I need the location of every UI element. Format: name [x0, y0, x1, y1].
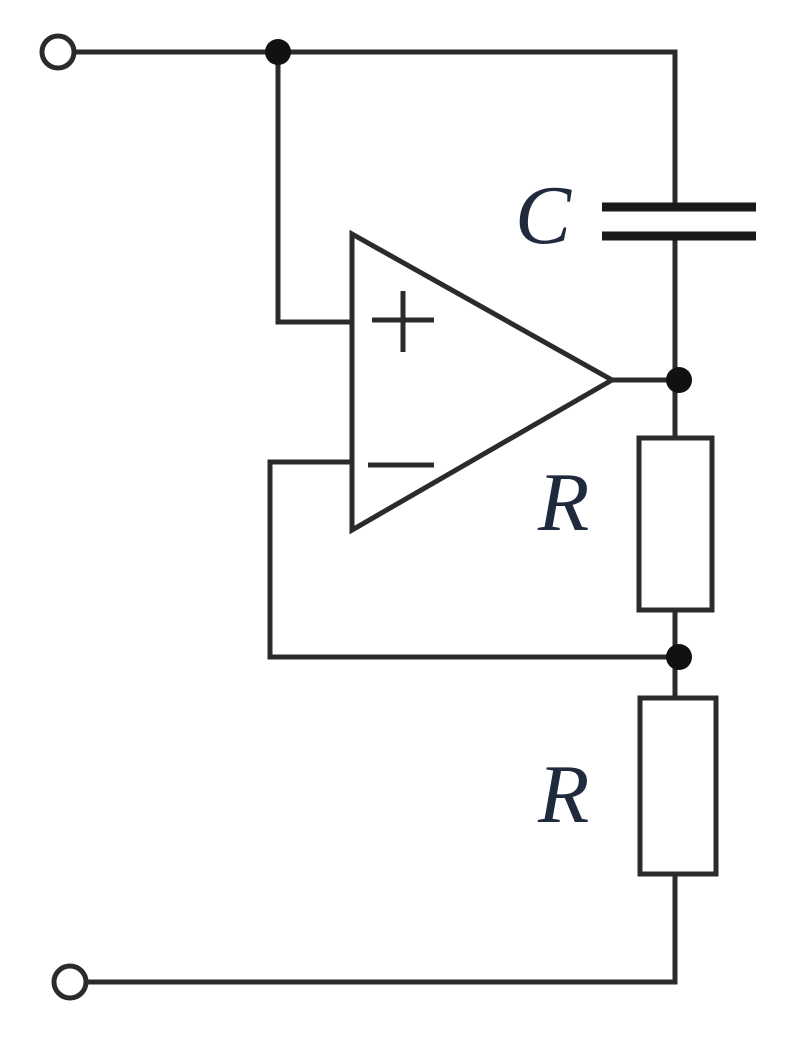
capacitor-label: C: [515, 169, 572, 262]
feedback-wire: [267, 459, 681, 660]
junction-dot-mid: [666, 644, 692, 670]
non-inverting-feed-wire: [275, 49, 355, 325]
junction-dot-top: [265, 39, 291, 65]
junction-dot-output: [666, 367, 692, 393]
resistor-upper-label: R: [537, 456, 589, 549]
terminal-top-open-circle: [39, 33, 77, 71]
op-amp-triangle: [349, 229, 618, 535]
resistor-lower-label: R: [537, 748, 589, 841]
terminal-bottom-open-circle: [51, 963, 89, 1001]
capacitor-symbol: [602, 202, 756, 241]
resistor-upper-symbol: [636, 435, 715, 613]
top-wire: [72, 49, 678, 203]
resistor-lower-symbol: [637, 695, 719, 877]
bottom-wire: [85, 871, 678, 985]
non-inverting-input-plus-icon: [372, 291, 434, 352]
op-amp-symbol: [349, 229, 618, 535]
